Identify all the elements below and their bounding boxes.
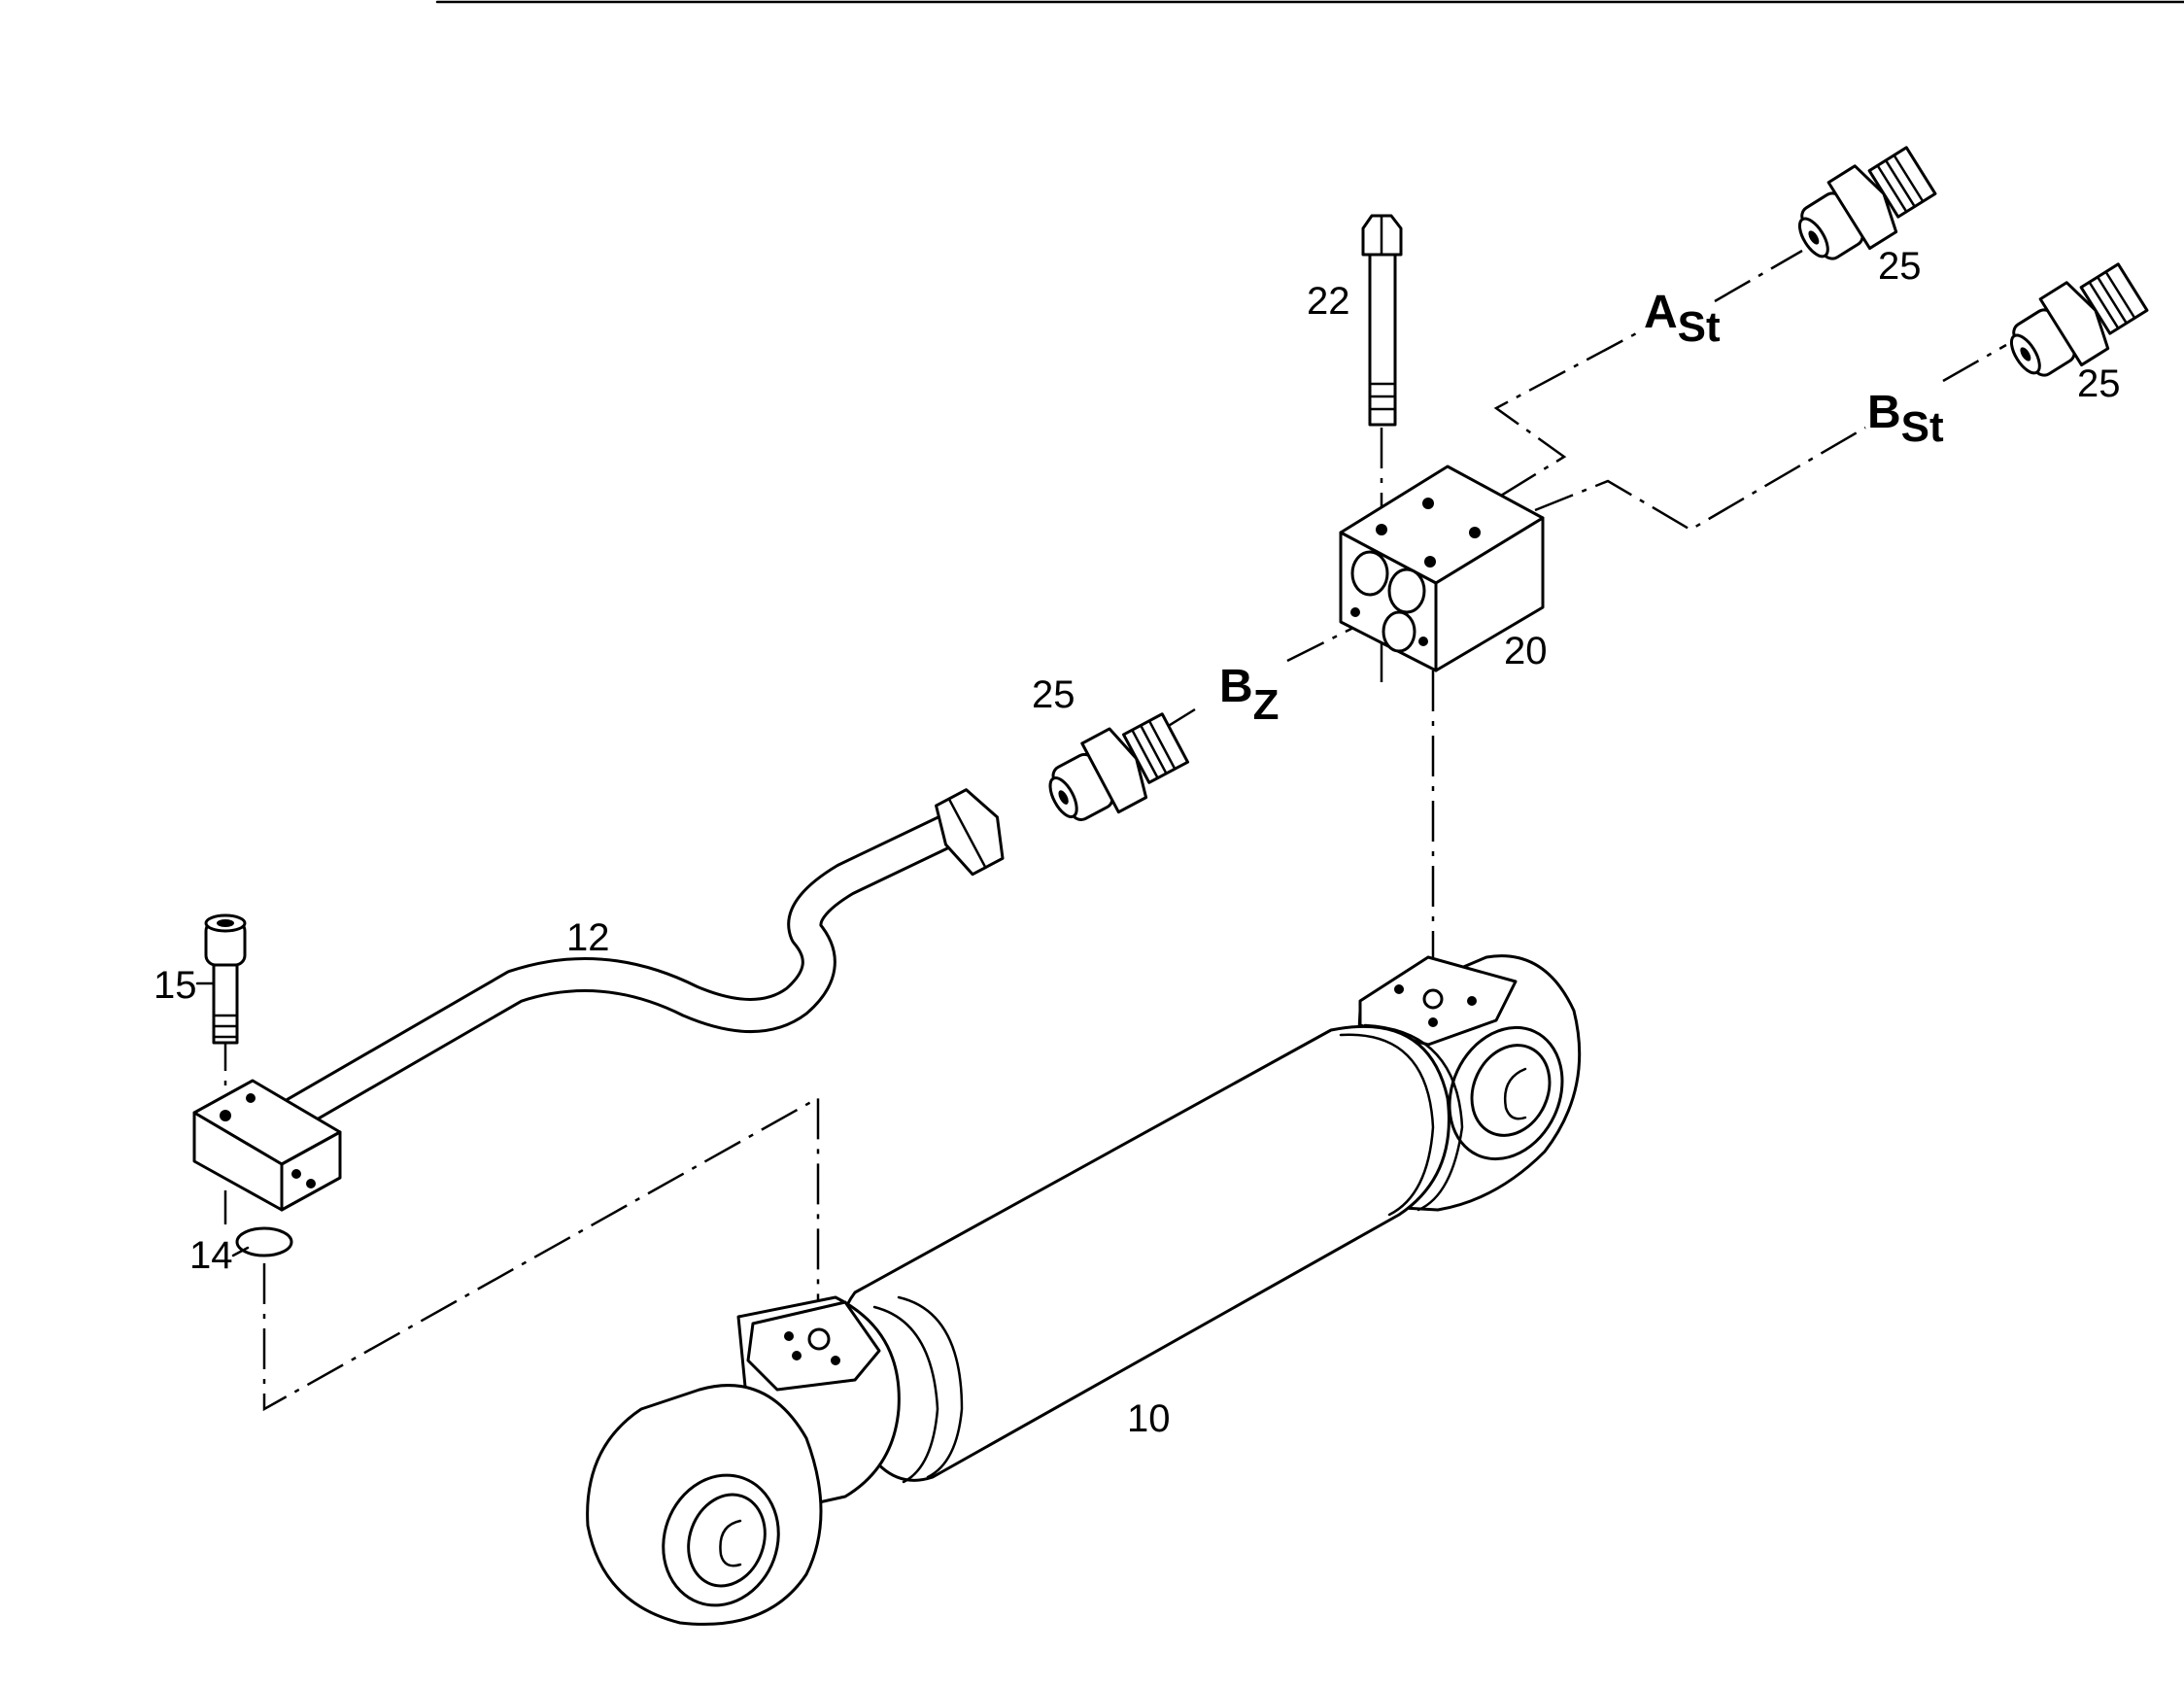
callout-14: 14: [189, 1234, 233, 1277]
port-label-b-z: BZ: [1219, 661, 1280, 729]
callout-12: 12: [566, 916, 610, 959]
rear-collar-line-1: [1339, 1033, 1435, 1217]
fitting-a-st: [1797, 146, 1937, 260]
pipe-union-nut: [935, 788, 1005, 877]
port-b-sub: St: [1901, 403, 1944, 451]
callout-25-a: 25: [1878, 245, 1922, 288]
pipe: [192, 788, 1005, 1212]
rear-eye-bushing: [1503, 1067, 1527, 1120]
leader-b-st: [1534, 426, 1866, 532]
callout-20: 20: [1504, 630, 1548, 672]
socket-cap-screw: [204, 913, 247, 1045]
front-bolt-hole-3: [792, 1351, 802, 1360]
port-a-sub: St: [1678, 303, 1721, 351]
rear-bolt-hole-2: [1467, 996, 1477, 1006]
block-front-hole-2: [1418, 637, 1428, 646]
hex-bolt: [1361, 214, 1403, 427]
rear-port-hole: [1422, 988, 1444, 1010]
rear-collar-line-2: [1363, 1023, 1464, 1212]
valve-block: [1339, 465, 1545, 672]
pipe-inner: [284, 812, 964, 1128]
port-bz-sub: Z: [1253, 681, 1280, 729]
leader-b-z: [1286, 601, 1405, 663]
callout-10: 10: [1127, 1397, 1171, 1440]
rear-bolt-hole-3: [1428, 1017, 1438, 1027]
flange-hole-4: [306, 1179, 316, 1188]
o-ring: [235, 1226, 293, 1257]
flange-hole-1: [220, 1110, 231, 1121]
rear-eye-inner: [1470, 1044, 1552, 1137]
port-b-letter: B: [1867, 387, 1901, 438]
flange-hole-2: [246, 1093, 256, 1103]
front-bolt-hole-1: [784, 1331, 794, 1341]
leader-a-st-to-fitting: [1714, 249, 1803, 303]
fitting-b-z: [1048, 712, 1190, 821]
flange-hole-3: [291, 1169, 301, 1179]
callout-22: 22: [1307, 280, 1350, 323]
block-hole-4: [1424, 556, 1436, 568]
leader-b-st-to-fitting: [1942, 343, 2007, 383]
block-hole-1: [1376, 524, 1387, 535]
front-collar-line-2: [897, 1295, 964, 1479]
fitting-a-hex: [1826, 164, 1898, 251]
bolt-shank: [1368, 253, 1397, 427]
callout-25-c: 25: [1032, 673, 1075, 716]
rear-bolt-hole-1: [1394, 984, 1404, 994]
port-a-letter: A: [1644, 287, 1678, 338]
front-bolt-hole-2: [831, 1356, 840, 1365]
fitting-a-thread: [1867, 146, 1937, 219]
port-label-b-st: BSt: [1867, 387, 1944, 451]
block-hole-3: [1469, 527, 1481, 538]
fitting-b-hex: [2038, 281, 2110, 367]
front-eye-bushing: [719, 1519, 742, 1567]
port-labels: ASt BSt BZ: [1219, 287, 1944, 729]
flange-block-side: [280, 1130, 342, 1212]
block-hole-2: [1422, 498, 1434, 509]
leader-a-st: [1493, 328, 1643, 498]
block-front-hole-1: [1350, 607, 1360, 617]
callout-25-b: 25: [2077, 362, 2121, 405]
block-port-2: [1387, 568, 1426, 614]
front-collar-line-1: [872, 1305, 939, 1484]
cap-screw-shank: [212, 963, 239, 1045]
callout-15: 15: [154, 964, 197, 1007]
port-bz-letter: B: [1219, 661, 1253, 712]
front-port-hole: [807, 1327, 831, 1351]
block-port-3: [1382, 610, 1416, 653]
leader-ring-to-cylinder: [262, 1095, 820, 1412]
callout-labels: 10 12 14 15 20 22 25 25 25: [154, 245, 2121, 1440]
fitting-z-hex: [1080, 727, 1148, 814]
block-port-1: [1350, 550, 1389, 597]
hydraulic-cylinder: [586, 954, 1582, 1626]
valve-block-side: [1434, 516, 1545, 672]
front-eye-inner: [687, 1493, 767, 1588]
callout-14-tick: [231, 1246, 250, 1257]
fitting-b-thread: [2079, 262, 2149, 335]
port-label-a-st: ASt: [1644, 287, 1721, 351]
fitting-b-st: [2009, 262, 2149, 377]
